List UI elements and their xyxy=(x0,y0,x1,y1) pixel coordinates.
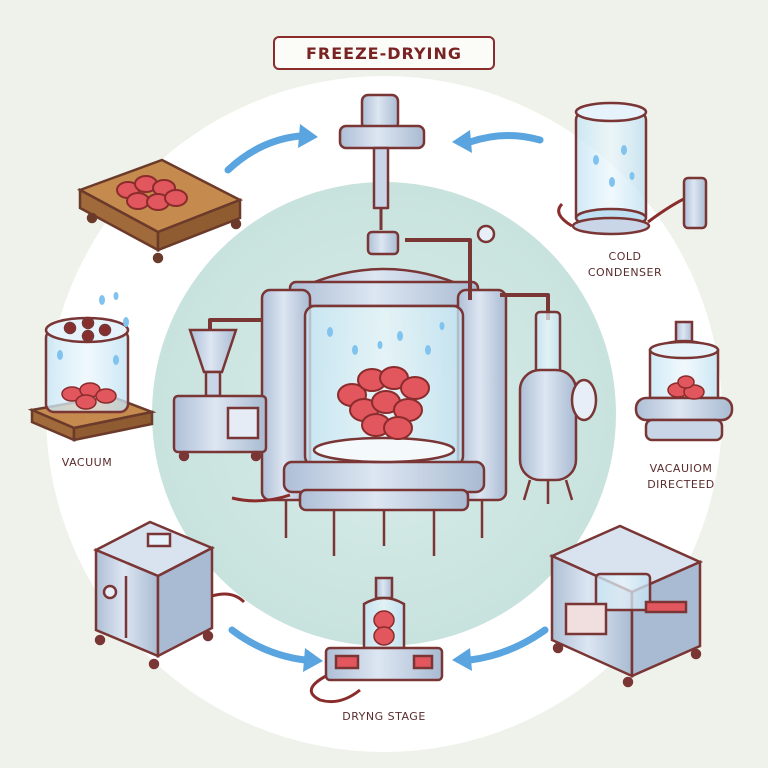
meat-icon xyxy=(61,382,117,410)
cycle-arrow-icon xyxy=(466,626,549,664)
cold-condenser-icon xyxy=(557,101,708,236)
cycle-arrow-icon xyxy=(452,648,472,671)
water-drop-icon xyxy=(57,292,129,365)
meat-icon xyxy=(667,375,705,400)
cycle-arrow-icon xyxy=(224,132,304,174)
label-vacuum-directed-2: DIRECTEED xyxy=(647,478,715,491)
label-vacuum-directed-1: VACAUIOM xyxy=(649,462,713,475)
control-cabinet-icon xyxy=(93,520,246,670)
meat-icon xyxy=(337,366,430,440)
label-condenser: CONDENSER xyxy=(587,266,663,279)
label-drying-stage: DRYNG STAGE xyxy=(342,710,426,723)
gauge-icon xyxy=(476,224,496,244)
label-vacuum: VACUUM xyxy=(61,456,113,469)
meat-icon xyxy=(373,610,395,646)
freeze-dryer-icon xyxy=(208,93,550,556)
vacuum-pump-icon xyxy=(634,320,734,442)
drying-machine-icon xyxy=(172,328,268,462)
gas-cylinder-icon xyxy=(518,310,598,504)
diagram-title: FREEZE-DRYING xyxy=(305,43,463,63)
cycle-arrow-icon xyxy=(298,124,318,148)
meat-icon xyxy=(116,175,188,211)
cycle-arrow-icon xyxy=(452,130,472,153)
cycle-arrow-icon xyxy=(303,648,323,672)
cycle-arrow-icon xyxy=(466,131,544,146)
label-cold: COLD xyxy=(608,250,642,263)
cycle-arrow-icon xyxy=(228,626,309,664)
drying-machine-icon xyxy=(548,524,704,688)
water-drop-icon xyxy=(593,145,635,187)
title-box: FREEZE-DRYING xyxy=(273,36,495,70)
water-drop-icon xyxy=(327,322,445,355)
